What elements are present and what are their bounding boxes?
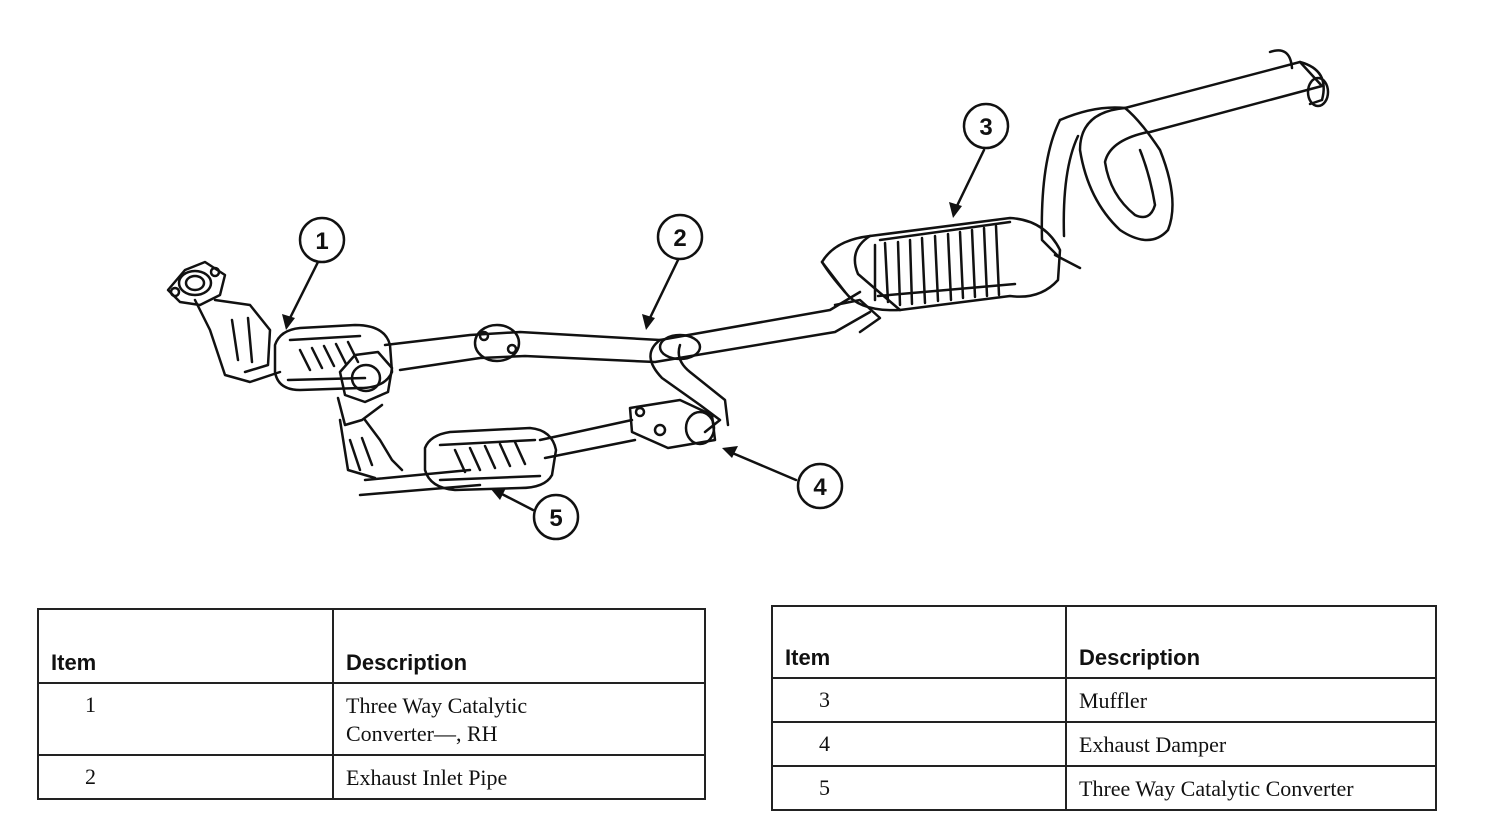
exhaust-system-diagram: 1 2 3 4 5 [166, 49, 1330, 541]
item-header: Item [771, 605, 1067, 679]
callout-5-label: 5 [549, 505, 562, 532]
table-row: 3 Muffler [771, 677, 1437, 723]
lh-inlet-flange [336, 350, 482, 497]
table-row: 4 Exhaust Damper [771, 721, 1437, 767]
catalytic-converter [423, 426, 558, 492]
legend-table-left: Item Description 1 Three Way Catalytic C… [37, 608, 706, 800]
item-number: 2 [37, 754, 334, 800]
callout-leaders [286, 148, 986, 512]
legend-table-right: Item Description 3 Muffler 4 Exhaust Dam… [771, 605, 1437, 811]
exhaust-damper [538, 398, 717, 460]
description-header: Description [1065, 605, 1437, 679]
callout-circles [298, 102, 1010, 541]
callout-2-label: 2 [673, 225, 686, 252]
description-header: Description [332, 608, 706, 684]
item-number: 4 [771, 721, 1067, 767]
item-description: Exhaust Damper [1065, 721, 1437, 767]
muffler [820, 216, 1082, 312]
table-row: 1 Three Way Catalytic Converter—, RH [37, 682, 706, 756]
exhaust-inlet-pipe [383, 290, 882, 434]
description-line: Converter—, RH [346, 721, 498, 746]
table-row: 5 Three Way Catalytic Converter [771, 765, 1437, 811]
item-number: 1 [37, 682, 334, 756]
table-row: 2 Exhaust Inlet Pipe [37, 754, 706, 800]
rh-catalytic-converter [166, 260, 394, 392]
item-number: 5 [771, 765, 1067, 811]
callout-3-label: 3 [979, 114, 992, 141]
item-description: Exhaust Inlet Pipe [332, 754, 706, 800]
item-number: 3 [771, 677, 1067, 723]
item-description: Muffler [1065, 677, 1437, 723]
callout-4-label: 4 [813, 474, 827, 501]
description-line: Three Way Catalytic [346, 693, 528, 718]
item-header: Item [37, 608, 334, 684]
item-description: Three Way Catalytic Converter [1065, 765, 1437, 811]
callout-numbers: 1 2 3 4 5 [315, 114, 992, 532]
item-description: Three Way Catalytic Converter—, RH [332, 682, 706, 756]
legend-header-row: Item Description [37, 608, 706, 684]
tailpipe [1040, 49, 1330, 260]
callout-1-label: 1 [315, 228, 328, 255]
legend-header-row: Item Description [771, 605, 1437, 679]
